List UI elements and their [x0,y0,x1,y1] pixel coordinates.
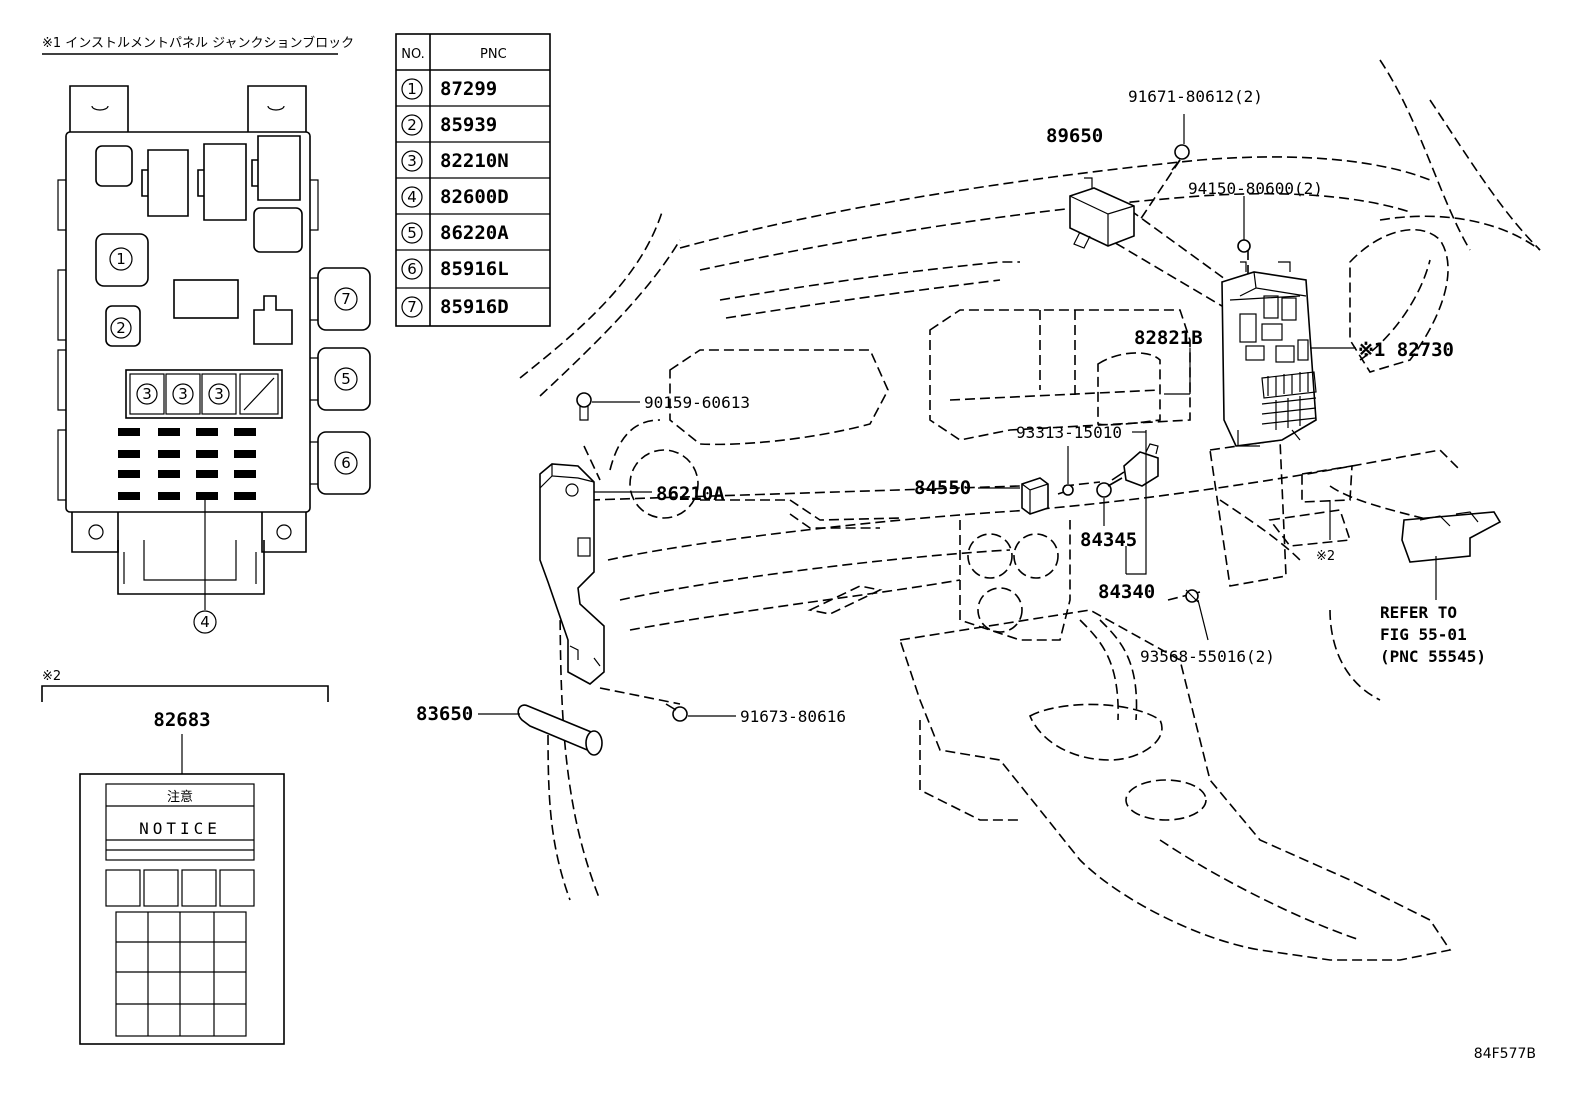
block-marker-2: 2 [116,319,126,337]
part-89650-ecu [1069,177,1135,249]
part-83650-sensor [478,704,603,756]
block-marker-3b: 3 [178,385,188,403]
table-row-no: 2 [407,116,417,134]
callout-82821B: 82821B [1134,327,1203,349]
table-row-no: 6 [407,260,417,278]
table-row-pnc: 85939 [440,114,497,136]
callout-84340: 84340 [1098,581,1155,603]
callout-94150-80600: 94150-80600(2) [1188,179,1323,198]
part-82730-junction-block [1221,261,1356,447]
table-row-pnc: 82600D [440,186,509,208]
callout-83650: 83650 [416,703,473,725]
table-row-no: 1 [407,80,417,98]
callout-82730: ※1 82730 [1358,339,1454,361]
block-marker-6: 6 [341,454,351,472]
block-marker-7: 7 [341,290,351,308]
table-row-pnc: 85916D [440,296,509,318]
table-row-no: 5 [407,224,417,242]
block-marker-5: 5 [341,370,351,388]
table-row-pnc: 87299 [440,78,497,100]
table-row-pnc: 86220A [440,222,509,244]
part-91673-bolt [665,703,736,722]
pnc-table: NO. PNC 1 87299 2 85939 3 82210N 4 82600… [395,33,551,327]
table-row-pnc: 82210N [440,150,509,172]
part-86210A-bracket [539,463,652,685]
instrument-panel-phantom [519,59,1541,961]
part-84550-bracket [978,477,1049,515]
block-marker-3c: 3 [214,385,224,403]
part-94150-clip [1237,196,1251,253]
callout-90159-60613: 90159-60613 [644,393,750,412]
refer-to-line3: (PNC 55545) [1380,647,1486,666]
callout-91673-80616: 91673-80616 [740,707,846,726]
callout-84550: 84550 [914,477,971,499]
callout-note2: ※2 [1316,549,1335,564]
part-84340-switch [1096,430,1159,575]
part-90159-bolt [576,392,640,421]
refer-to-line2: FIG 55-01 [1380,625,1467,644]
junction-block-title: ※1 インストルメントパネル ジャンクションブロック [42,35,354,51]
callout-84345: 84345 [1080,529,1137,551]
part-93313-screw [1057,446,1074,496]
table-header-pnc: PNC [480,47,507,62]
callout-93568-55016: 93568-55016(2) [1140,647,1275,666]
callout-89650: 89650 [1046,125,1103,147]
table-row-no: 3 [407,152,417,170]
notice-text: NOTICE [139,819,221,838]
block-marker-1: 1 [116,250,126,268]
table-header-no: NO. [401,47,425,62]
notice-label-detail: ※2 82683 注意 NOTICE [41,669,329,1045]
caution-text: 注意 [167,789,193,805]
block-marker-3a: 3 [142,385,152,403]
table-row-pnc: 85916L [440,258,509,280]
junction-block-drawing: 1 2 3 3 3 7 5 [57,85,371,634]
callout-91671-80612: 91671-80612(2) [1128,87,1263,106]
legend2-part-number: 82683 [153,709,210,731]
part-91671-bolt [1171,114,1190,171]
figure-id: 84F577B [1474,1046,1536,1062]
part-93568-screw [1185,589,1209,641]
part-55545-reference [1401,511,1502,600]
table-row-no: 7 [407,298,417,316]
callout-86210A: 86210A [656,483,725,505]
refer-to-line1: REFER TO [1380,603,1457,622]
table-row-no: 4 [407,188,417,206]
block-marker-4: 4 [200,613,210,631]
callout-93313-15010: 93313-15010 [1016,423,1122,442]
legend2-title: ※2 [42,669,61,684]
